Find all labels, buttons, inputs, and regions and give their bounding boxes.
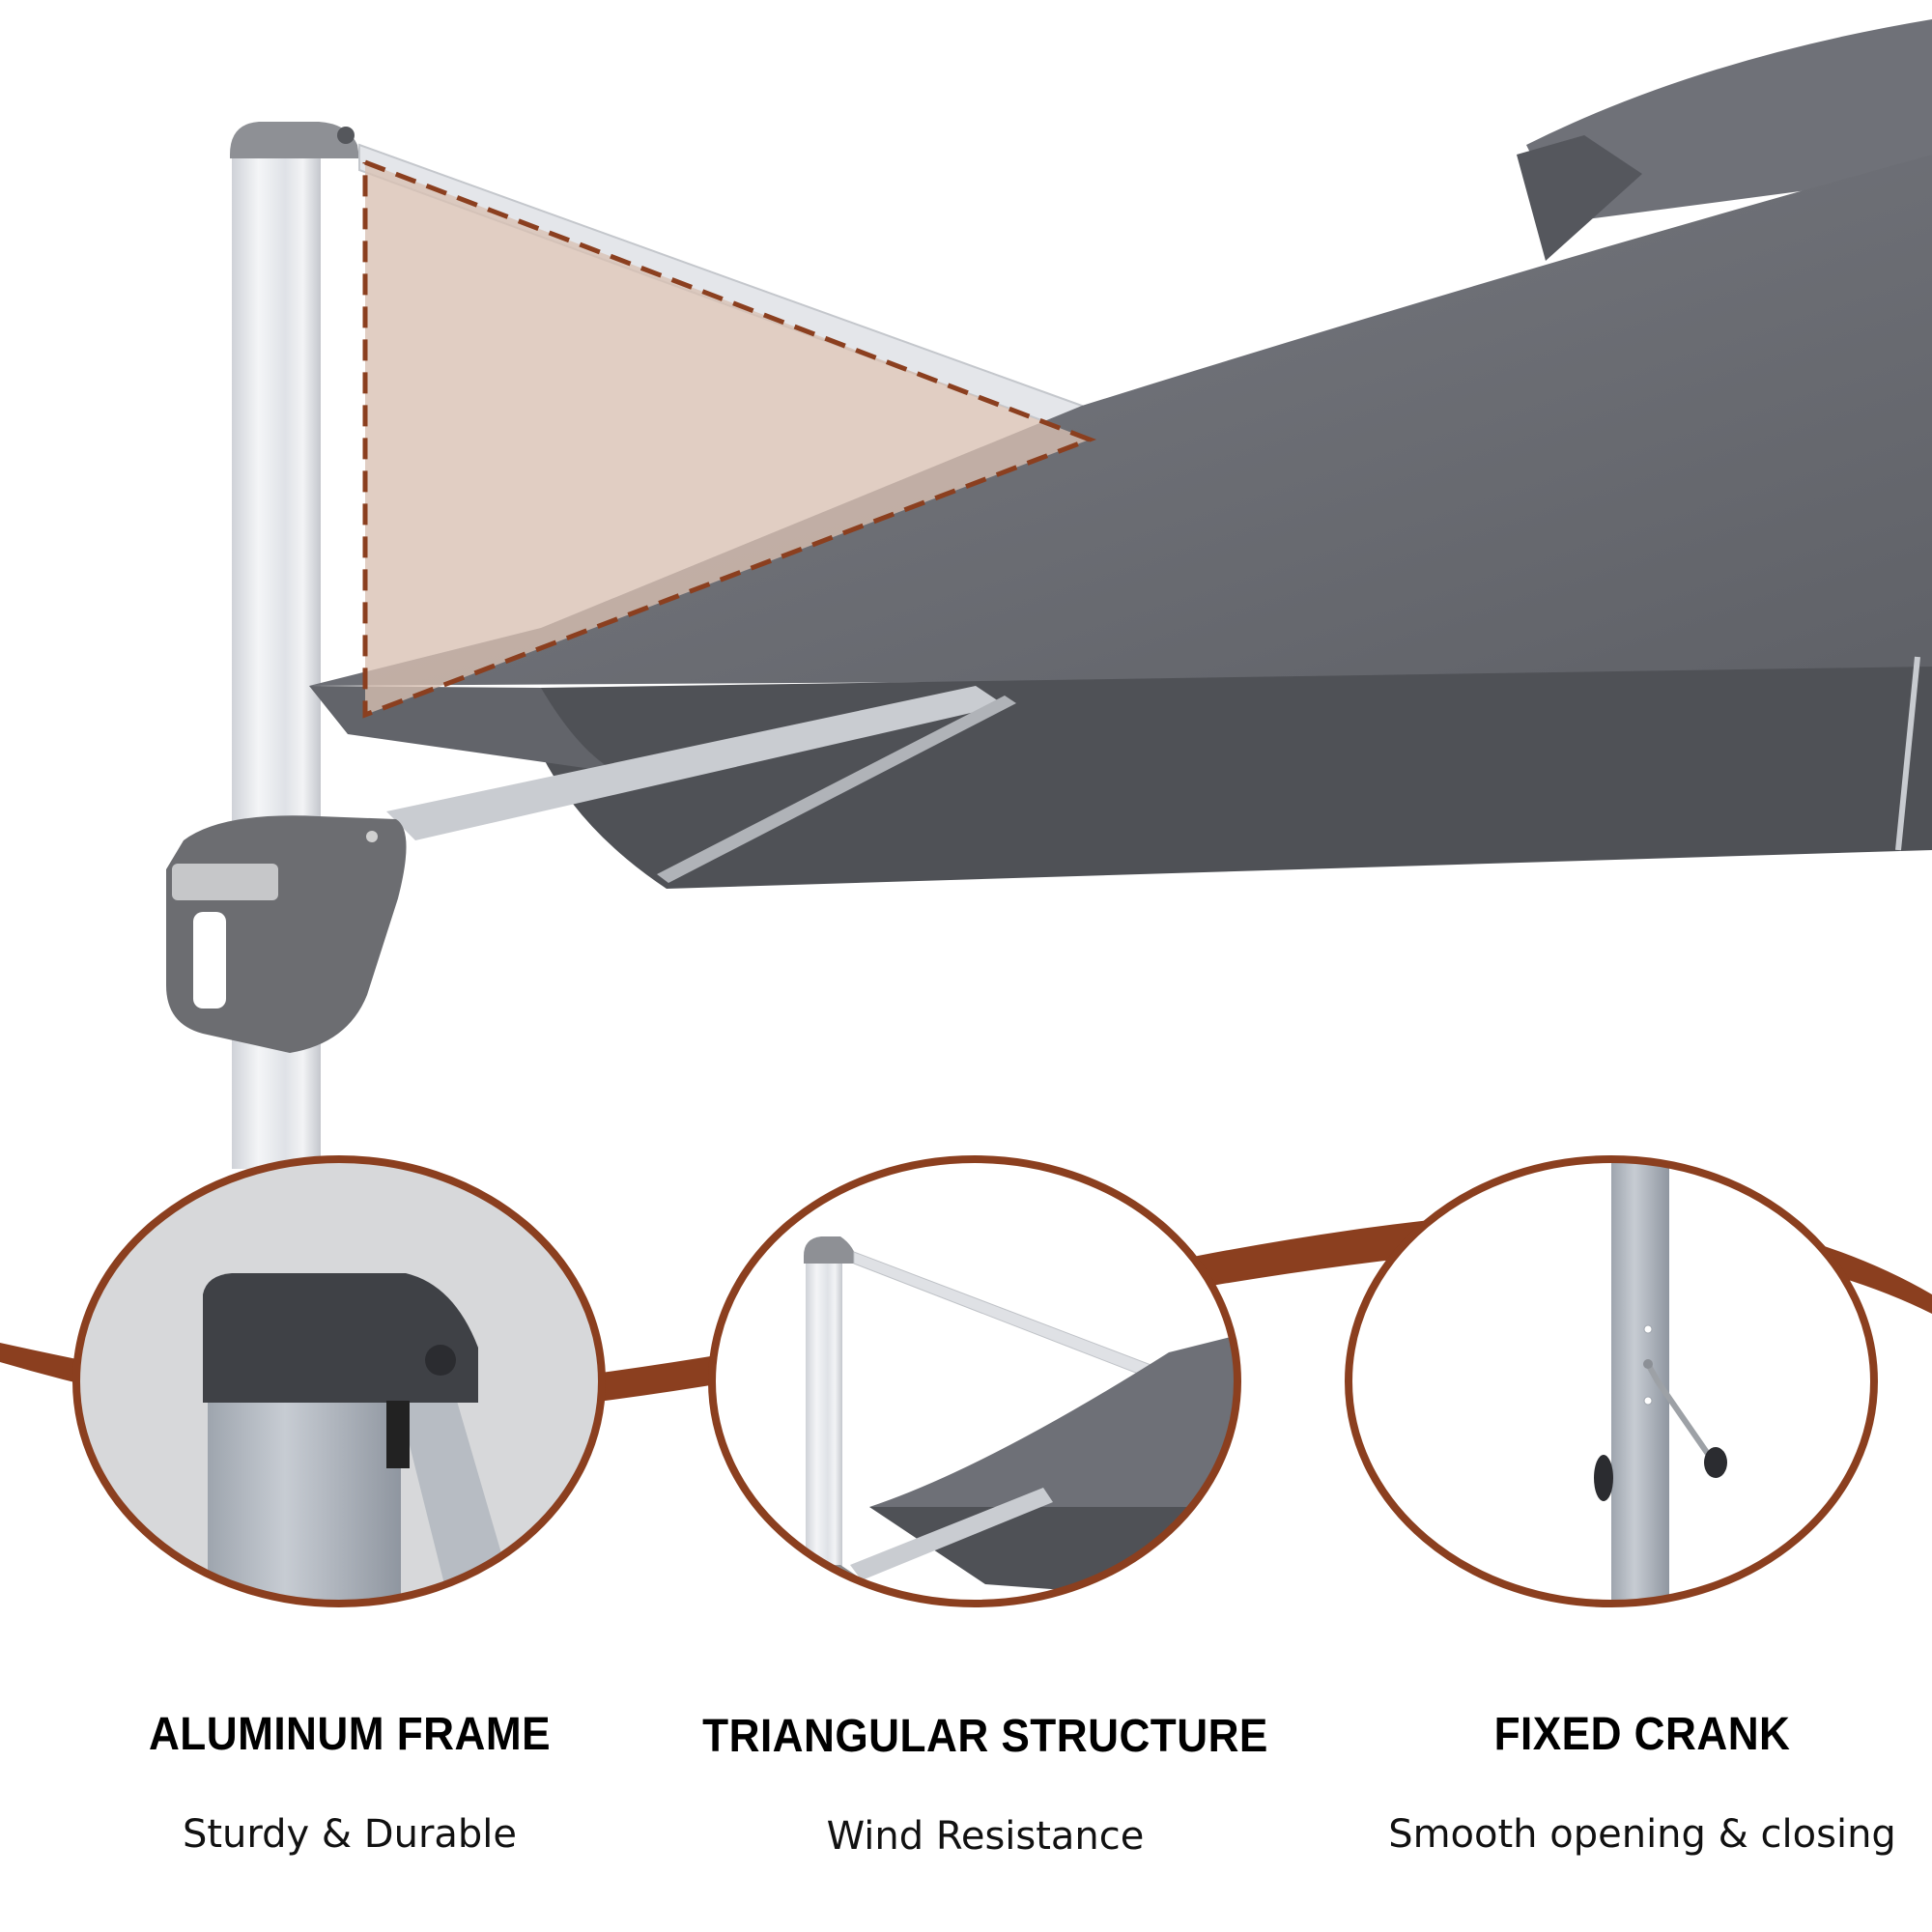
umbrella-main	[166, 19, 1932, 1169]
feature-subtitle: Sturdy & Durable	[182, 1812, 518, 1857]
detail-circle-aluminum-frame	[72, 1155, 606, 1607]
detail-circle-fixed-crank	[1345, 1155, 1878, 1607]
feature-subtitle: Smooth opening & closing	[1388, 1812, 1896, 1857]
feature-title: TRIANGULAR STRUCTURE	[702, 1711, 1268, 1762]
feature-title: ALUMINUM FRAME	[148, 1709, 552, 1760]
triangle-highlight	[365, 162, 1090, 715]
feature-title: FIXED CRANK	[1493, 1709, 1791, 1760]
detail-circle-triangular-structure	[708, 1155, 1241, 1607]
feature-fixed-crank: FIXED CRANK Smooth opening & closing	[1372, 1708, 1913, 1857]
triangle-dashed-outline	[362, 159, 1097, 719]
pole-cap	[230, 122, 359, 158]
canopy	[309, 155, 1932, 686]
feature-subtitle: Wind Resistance	[826, 1814, 1145, 1859]
feature-aluminum-frame: ALUMINUM FRAME Sturdy & Durable	[97, 1708, 603, 1857]
lower-rib	[386, 686, 1005, 840]
feature-triangular-structure: TRIANGULAR STRUCTURE Wind Resistance	[676, 1710, 1294, 1859]
crank-knob	[1704, 1447, 1727, 1478]
crank-handle	[1645, 1362, 1713, 1459]
